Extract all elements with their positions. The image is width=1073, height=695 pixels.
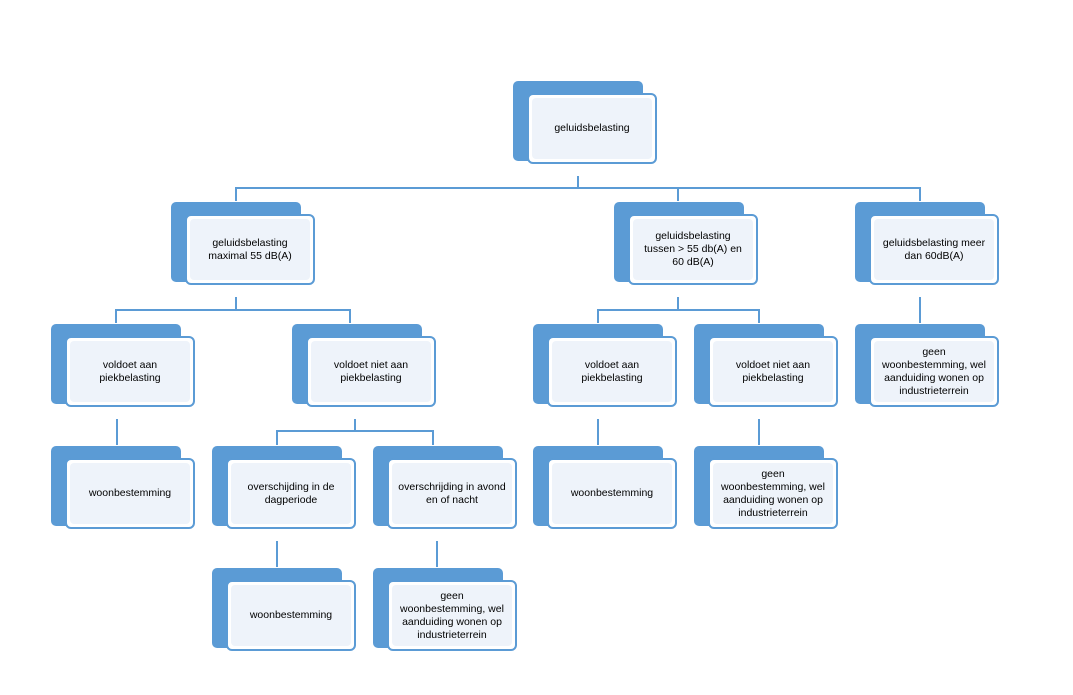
node-label: voldoet aan piekbelasting <box>70 341 190 402</box>
connector <box>235 187 921 189</box>
connector <box>235 297 237 311</box>
node-between-voldoet-niet: voldoet niet aan piekbelasting <box>694 324 839 410</box>
node-label: geluidsbelasting tussen > 55 db(A) en 60… <box>633 219 753 280</box>
node-between-voldoet-result: woonbestemming <box>533 446 678 532</box>
node-between-voldoet-niet-result: geen woonbestemming, wel aanduiding wone… <box>694 446 839 532</box>
connector <box>115 309 351 311</box>
connector <box>919 297 921 323</box>
node-label: voldoet niet aan piekbelasting <box>713 341 833 402</box>
node-between-voldoet: voldoet aan piekbelasting <box>533 324 678 410</box>
node-over60: geluidsbelasting meer dan 60dB(A) <box>855 202 1000 288</box>
node-label: geluidsbelasting meer dan 60dB(A) <box>874 219 994 280</box>
node-label: voldoet aan piekbelasting <box>552 341 672 402</box>
connector <box>597 419 599 445</box>
connector <box>597 309 599 323</box>
node-dag-result: woonbestemming <box>212 568 357 654</box>
node-avond-result: geen woonbestemming, wel aanduiding wone… <box>373 568 518 654</box>
node-max55-voldoet-result: woonbestemming <box>51 446 196 532</box>
node-over60-result: geen woonbestemming, wel aanduiding wone… <box>855 324 1000 410</box>
node-avond: overschrijding in avond en of nacht <box>373 446 518 532</box>
node-max55-voldoet-niet: voldoet niet aan piekbelasting <box>292 324 437 410</box>
node-max55: geluidsbelasting maximal 55 dB(A) <box>171 202 316 288</box>
node-label: geen woonbestemming, wel aanduiding wone… <box>392 585 512 646</box>
node-label: geen woonbestemming, wel aanduiding wone… <box>713 463 833 524</box>
connector <box>758 309 760 323</box>
node-between: geluidsbelasting tussen > 55 db(A) en 60… <box>614 202 759 288</box>
node-label: woonbestemming <box>231 585 351 646</box>
connector <box>577 176 579 188</box>
connector <box>115 309 117 323</box>
connector <box>354 419 356 431</box>
connector <box>276 430 434 432</box>
connector <box>276 541 278 567</box>
connector <box>677 187 679 201</box>
connector <box>597 309 760 311</box>
node-label: geen woonbestemming, wel aanduiding wone… <box>874 341 994 402</box>
connector <box>349 309 351 323</box>
connector <box>436 541 438 567</box>
connector <box>235 187 237 201</box>
node-label: voldoet niet aan piekbelasting <box>311 341 431 402</box>
node-max55-voldoet: voldoet aan piekbelasting <box>51 324 196 410</box>
node-label: woonbestemming <box>70 463 190 524</box>
connector <box>276 430 278 445</box>
node-root: geluidsbelasting <box>513 81 658 167</box>
connector <box>758 419 760 445</box>
node-label: woonbestemming <box>552 463 672 524</box>
node-label: overschijding in de dagperiode <box>231 463 351 524</box>
connector <box>116 419 118 445</box>
node-label: geluidsbelasting maximal 55 dB(A) <box>190 219 310 280</box>
node-label: geluidsbelasting <box>532 98 652 159</box>
connector <box>432 430 434 445</box>
node-dag: overschijding in de dagperiode <box>212 446 357 532</box>
connector <box>919 187 921 201</box>
connector <box>677 297 679 311</box>
node-label: overschrijding in avond en of nacht <box>392 463 512 524</box>
